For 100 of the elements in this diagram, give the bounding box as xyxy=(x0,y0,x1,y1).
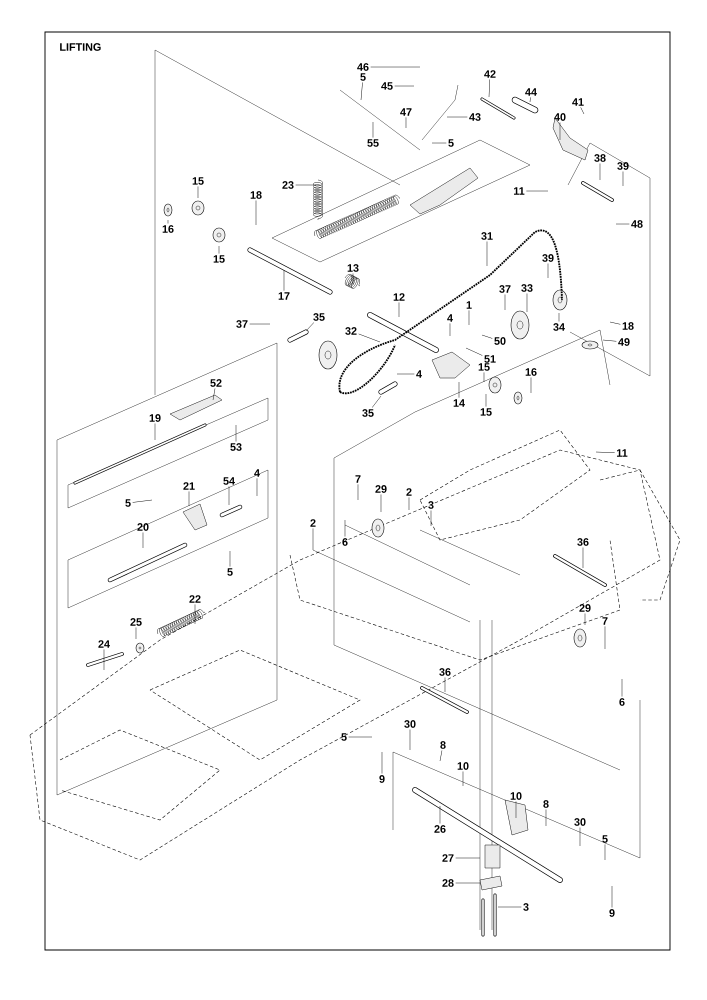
callout-number: 31 xyxy=(481,232,493,240)
callout-number: 39 xyxy=(542,254,554,262)
callout-number: 53 xyxy=(230,443,242,451)
callout-number: 3 xyxy=(428,501,434,509)
callout-number: 40 xyxy=(554,113,566,121)
callout-number: 12 xyxy=(394,293,405,301)
callout-number: 24 xyxy=(98,640,110,648)
callout-number: 4 xyxy=(416,370,422,378)
leader-line xyxy=(408,497,410,510)
leader-line xyxy=(446,116,468,118)
callout-number: 14 xyxy=(454,399,465,407)
leader-line xyxy=(622,171,624,186)
leader-line xyxy=(370,66,420,68)
leader-line xyxy=(444,677,446,692)
callout-number: 9 xyxy=(609,909,615,917)
leader-line xyxy=(372,122,374,138)
callout-number: 1 xyxy=(466,301,472,309)
leader-line xyxy=(530,377,532,394)
callout-number: 5 xyxy=(448,139,454,147)
leader-line xyxy=(380,494,382,512)
leader-line xyxy=(360,82,363,100)
callout-number: 42 xyxy=(484,70,496,78)
leader-line xyxy=(194,604,196,624)
leader-line xyxy=(596,452,615,453)
callout-number: 54 xyxy=(223,477,235,485)
callout-number: 6 xyxy=(342,538,348,546)
callout-number: 15 xyxy=(478,363,490,371)
callout-number: 4 xyxy=(254,469,260,477)
callout-number: 5 xyxy=(125,499,131,507)
leader-line xyxy=(372,396,382,408)
callout-number: 5 xyxy=(360,73,366,81)
title: LIFTING xyxy=(60,43,101,51)
leader-line xyxy=(352,273,354,286)
callout-number: 26 xyxy=(434,825,446,833)
callout-number: 35 xyxy=(362,409,374,417)
leader-line xyxy=(610,322,621,325)
callout-number: 55 xyxy=(367,139,379,147)
callout-number: 45 xyxy=(381,82,393,90)
callout-number: 13 xyxy=(348,264,359,272)
callout-number: 15 xyxy=(214,255,225,263)
callout-number: 38 xyxy=(594,154,606,162)
callout-number: 7 xyxy=(355,475,361,483)
callout-number: 9 xyxy=(379,775,385,783)
leader-line xyxy=(432,142,447,144)
leader-line xyxy=(526,293,528,312)
leader-line xyxy=(306,322,314,332)
leader-line xyxy=(488,79,490,98)
callout-number: 37 xyxy=(499,285,511,293)
callout-number: 11 xyxy=(616,449,628,457)
callout-number: 5 xyxy=(227,568,233,576)
callout-number: 4 xyxy=(447,314,453,322)
callout-number: 22 xyxy=(189,595,201,603)
callout-number: 16 xyxy=(162,225,174,233)
leader-line xyxy=(358,334,380,342)
callout-number: 33 xyxy=(521,284,533,292)
callout-number: 48 xyxy=(631,220,643,228)
callout-number: 5 xyxy=(341,733,347,741)
leader-line xyxy=(312,528,314,550)
callout-number: 29 xyxy=(375,485,387,493)
leader-line xyxy=(344,520,346,537)
callout-number: 51 xyxy=(484,355,496,363)
leader-line xyxy=(154,423,156,440)
callout-number: 18 xyxy=(250,191,262,199)
callout-number: 8 xyxy=(543,800,549,808)
callout-number: 36 xyxy=(577,538,589,546)
leader-line xyxy=(504,294,506,310)
leader-line xyxy=(530,97,531,102)
leader-line xyxy=(212,388,216,400)
callout-number: 43 xyxy=(469,113,481,121)
callout-number: 7 xyxy=(602,617,608,625)
leader-line xyxy=(295,184,316,186)
callout-number: 20 xyxy=(137,523,149,531)
callout-number: 15 xyxy=(192,177,204,185)
callout-number: 25 xyxy=(130,618,142,626)
leader-line xyxy=(462,771,464,786)
leader-line xyxy=(188,491,190,506)
callout-number: 15 xyxy=(480,408,492,416)
callout-number: 18 xyxy=(622,322,634,330)
callout-number: 16 xyxy=(526,368,537,376)
callout-number: 23 xyxy=(282,181,294,189)
callout-number: 27 xyxy=(442,854,454,862)
leader-line xyxy=(132,500,152,503)
callout-number: 6 xyxy=(619,698,625,706)
callout-number: 41 xyxy=(572,98,584,106)
leader-line xyxy=(526,190,548,192)
leader-line xyxy=(218,246,220,254)
leader-line xyxy=(602,340,617,342)
leader-line xyxy=(142,532,144,548)
callout-number: 10 xyxy=(510,792,522,800)
callout-number: 39 xyxy=(617,162,629,170)
callout-number: 21 xyxy=(183,482,195,490)
callout-number: 32 xyxy=(345,327,357,335)
leader-line xyxy=(466,348,483,356)
callout-number: 36 xyxy=(439,668,451,676)
leader-line xyxy=(348,736,372,738)
leader-line xyxy=(440,750,442,762)
leader-line xyxy=(486,241,488,266)
callout-number: 29 xyxy=(579,604,591,612)
callout-number: 35 xyxy=(313,313,325,321)
callout-number: 30 xyxy=(574,818,586,826)
